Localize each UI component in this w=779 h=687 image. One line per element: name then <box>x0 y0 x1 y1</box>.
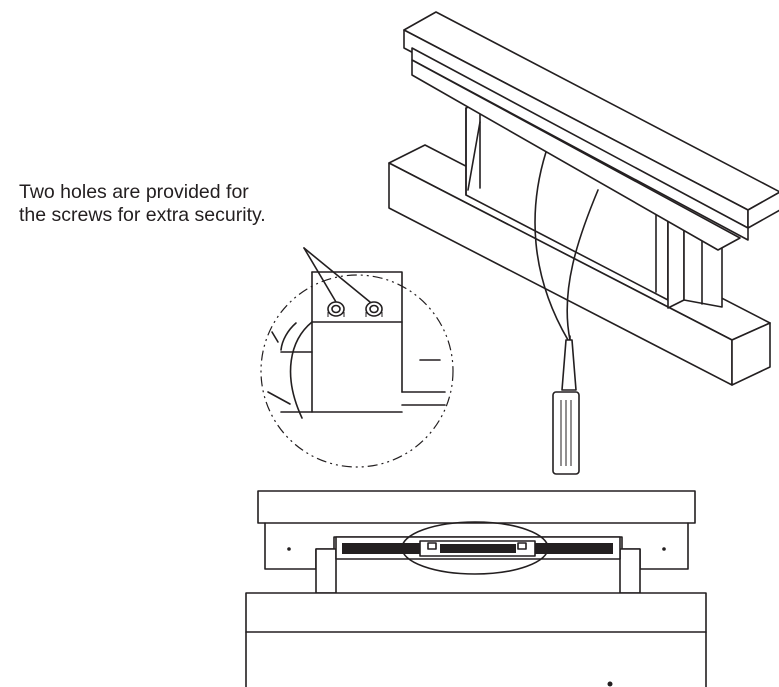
connector-strip <box>335 536 621 560</box>
ribbon-cables <box>534 151 599 341</box>
top-cover <box>403 11 779 251</box>
screwdriver-icon <box>552 335 580 475</box>
detail-magnifier <box>260 271 454 468</box>
callout-line-2: the screws for extra security. <box>19 204 266 226</box>
device-isometric-view <box>388 11 779 475</box>
screw-hole-icon <box>327 301 345 317</box>
screw-hole-icon <box>365 301 383 317</box>
callout-pointer <box>303 247 371 303</box>
callout-text: Two holes are provided for the screws fo… <box>19 181 266 227</box>
callout-line-1: Two holes are provided for <box>19 181 249 203</box>
device-front-view <box>245 490 707 687</box>
